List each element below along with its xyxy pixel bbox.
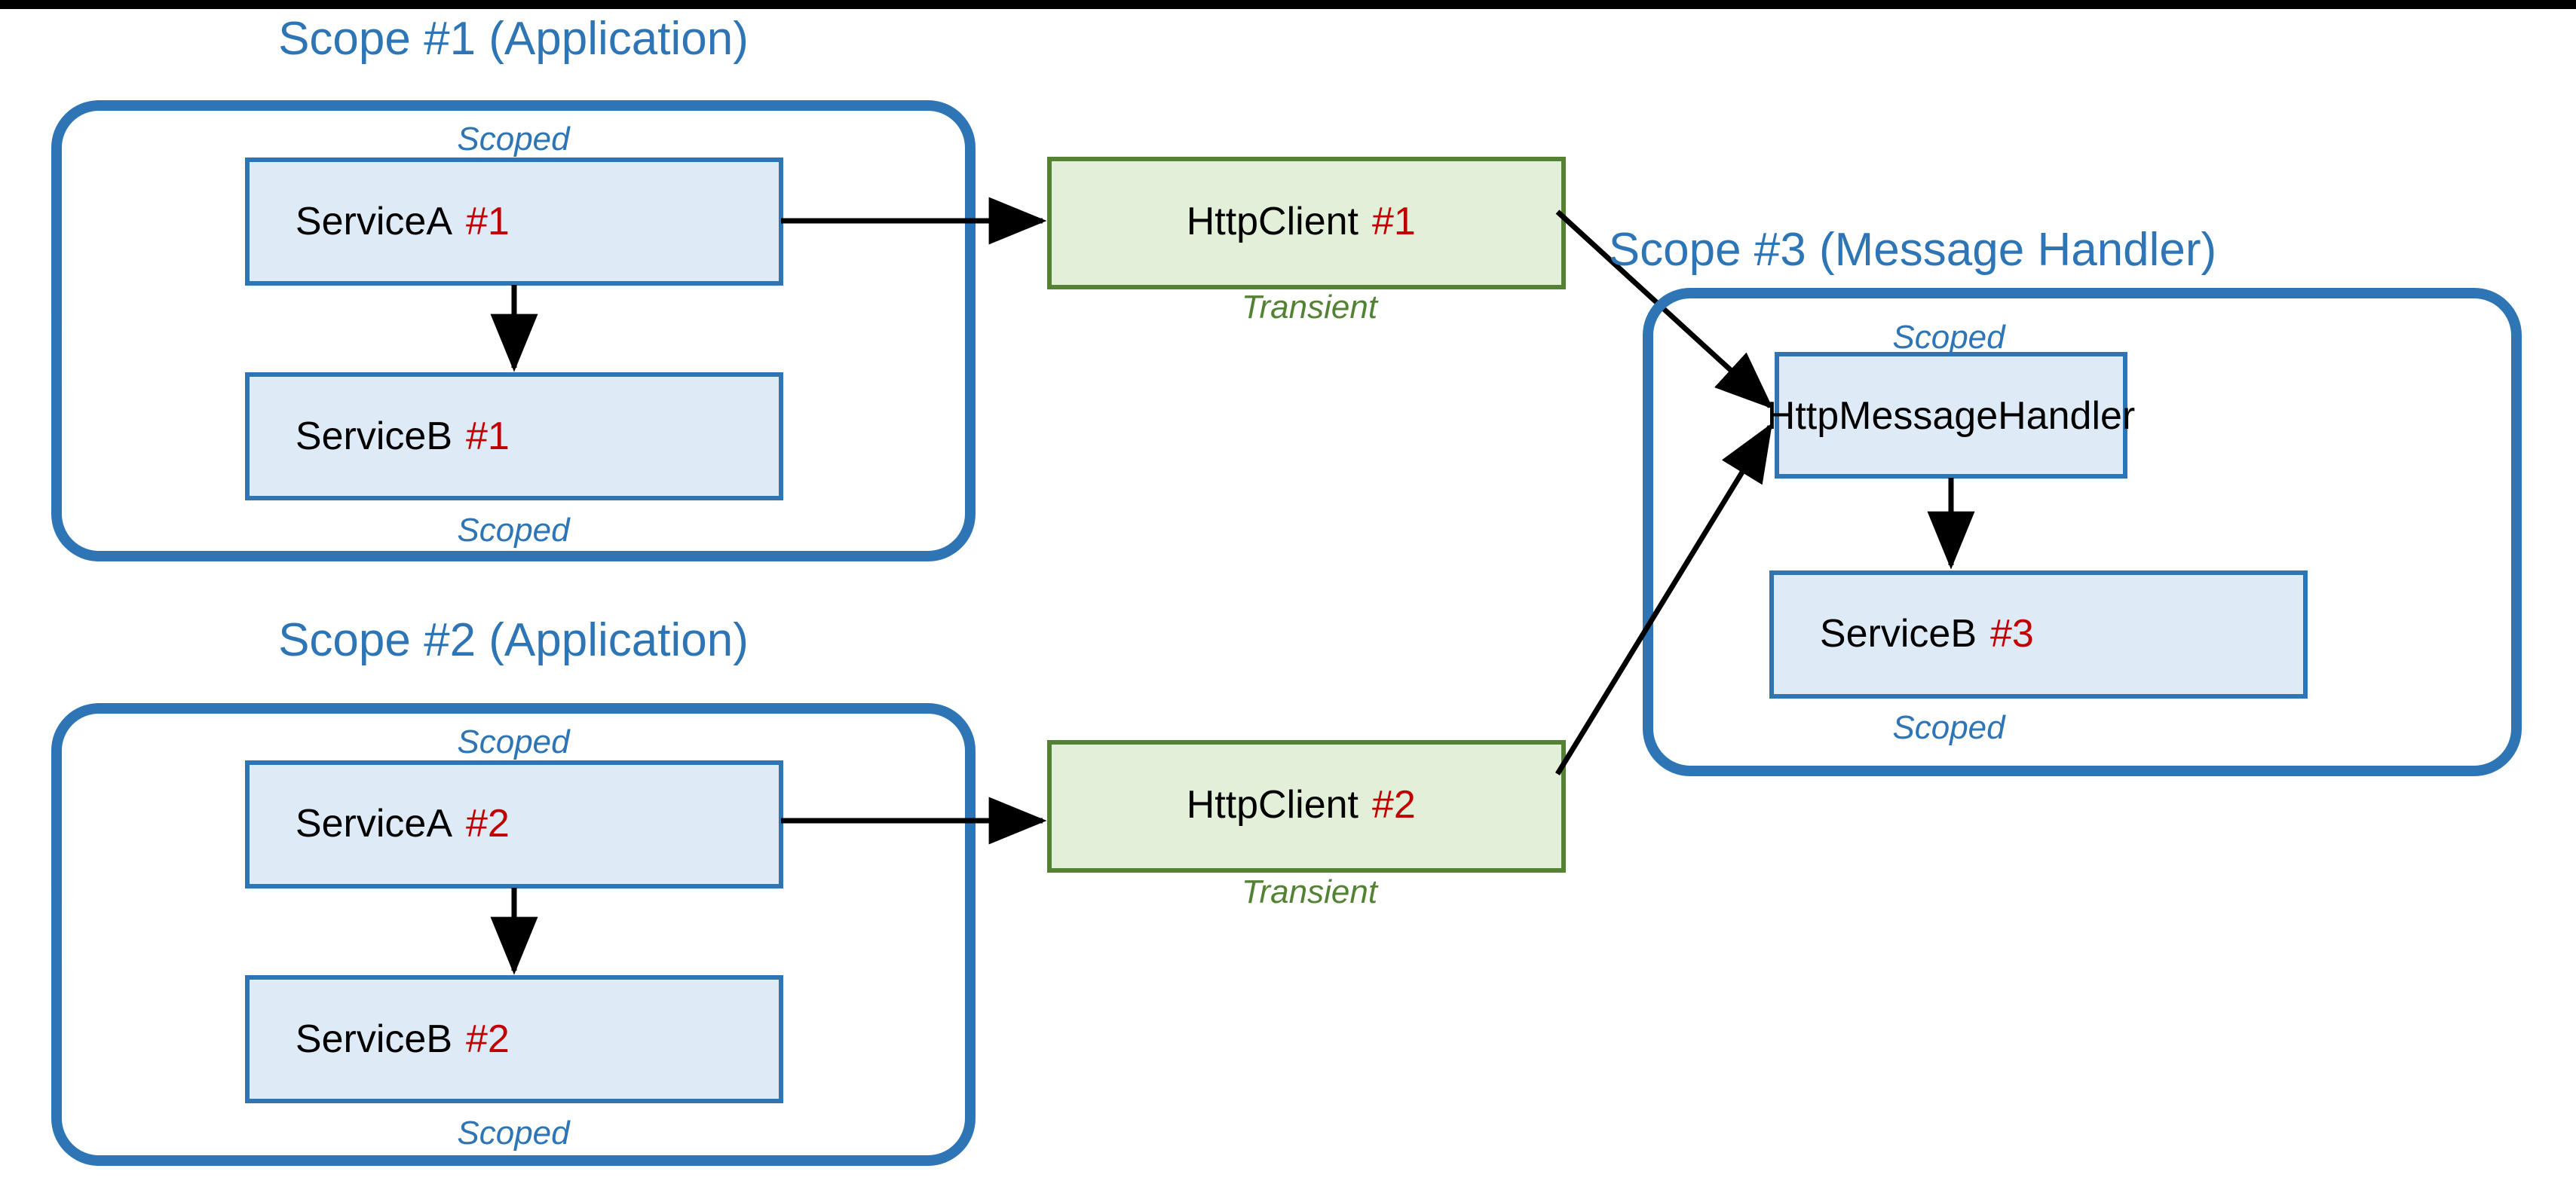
node-httpmessagehandler-label: HttpMessageHandler (1767, 394, 2135, 438)
node-httpclient-2[interactable] (1047, 740, 1566, 873)
node-servicea-1-number: #1 (466, 200, 510, 243)
scope-2-container (51, 703, 976, 1166)
node-httpclient-2-caption: Transient (1242, 873, 1379, 910)
scope-3-container (1643, 288, 2522, 776)
edge-httpclient2-to-httpmessagehandler (1555, 423, 1772, 775)
node-httpclient-1-label: HttpClient (1187, 200, 1359, 243)
node-httpclient-2-number: #2 (1372, 783, 1416, 827)
node-serviceb-1-number: #1 (466, 414, 510, 458)
node-servicea-1-label: ServiceA (296, 200, 452, 243)
scope-1-title: Scope #1 (Application) (278, 13, 749, 65)
node-servicea-2-number: #2 (466, 802, 510, 846)
scope-1-container (51, 100, 976, 561)
top-black-bar (0, 0, 2576, 9)
node-serviceb-2-label: ServiceB (296, 1017, 452, 1061)
scope-2-title: Scope #2 (Application) (278, 614, 749, 666)
node-servicea-2-label: ServiceA (296, 802, 452, 846)
scope-2-top-caption: Scoped (457, 723, 571, 760)
scope-3-top-caption: Scoped (1892, 319, 2006, 356)
node-serviceb-2-number: #2 (466, 1017, 510, 1061)
node-servicea-2[interactable] (245, 760, 783, 889)
node-servicea-1[interactable] (245, 158, 783, 286)
scope-3-bottom-caption: Scoped (1892, 709, 2006, 746)
node-serviceb-3-number: #3 (1990, 612, 2034, 656)
node-serviceb-2[interactable] (245, 975, 783, 1103)
scope-1-bottom-caption: Scoped (457, 512, 571, 549)
node-serviceb-1[interactable] (245, 372, 783, 500)
node-httpclient-1-number: #1 (1372, 200, 1416, 243)
node-httpmessagehandler[interactable] (1775, 352, 2127, 479)
scope-2-bottom-caption: Scoped (457, 1115, 571, 1152)
node-httpclient-2-label: HttpClient (1187, 783, 1359, 827)
node-serviceb-1-label: ServiceB (296, 414, 452, 458)
node-httpclient-1[interactable] (1047, 157, 1566, 289)
scope-3-title: Scope #3 (Message Handler) (1609, 224, 2216, 276)
node-serviceb-3[interactable] (1769, 570, 2308, 699)
node-httpclient-1-caption: Transient (1242, 289, 1379, 326)
node-serviceb-3-label: ServiceB (1820, 612, 1977, 656)
scope-1-top-caption: Scoped (457, 121, 571, 158)
